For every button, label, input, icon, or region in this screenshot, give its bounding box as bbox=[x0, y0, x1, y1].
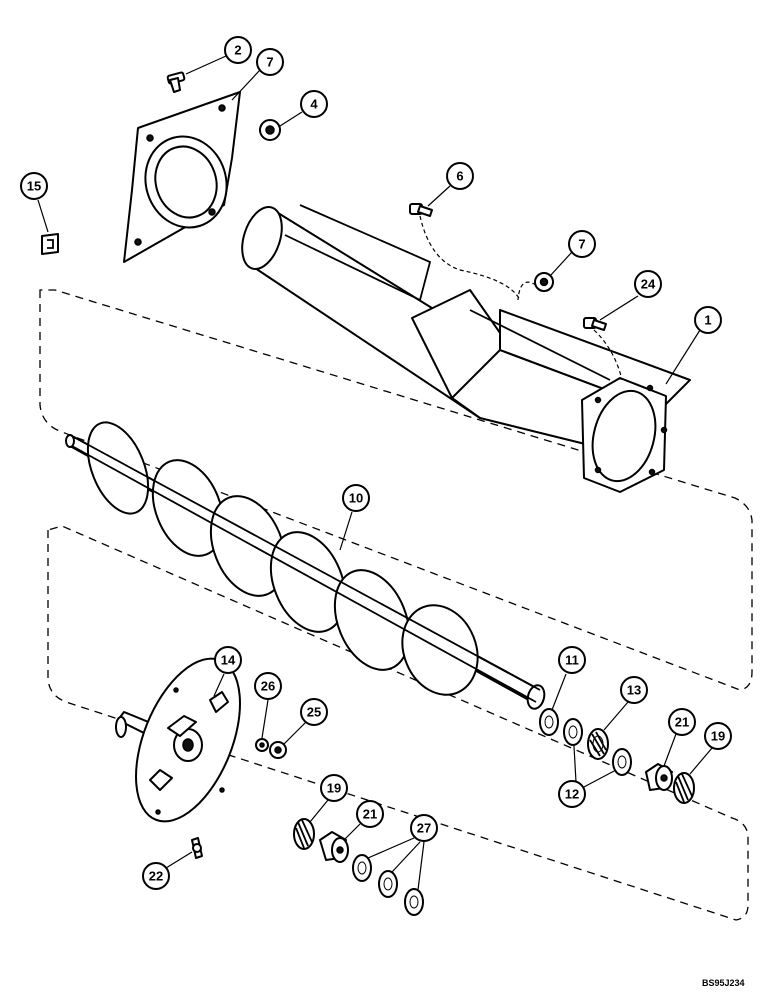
callout-1: 1 bbox=[694, 306, 722, 334]
svg-text:2: 2 bbox=[234, 43, 241, 58]
svg-text:4: 4 bbox=[310, 97, 318, 112]
tube-bolt-6 bbox=[409, 203, 521, 301]
bushing-21-left bbox=[319, 831, 349, 863]
tube-nut-7 bbox=[517, 272, 554, 301]
callout-22: 22 bbox=[142, 862, 170, 890]
grease-fitting-22 bbox=[191, 837, 203, 859]
svg-text:7: 7 bbox=[266, 55, 273, 70]
svg-text:26: 26 bbox=[261, 679, 275, 694]
mounting-plate bbox=[123, 91, 241, 263]
svg-text:22: 22 bbox=[149, 869, 163, 884]
bushing-21-right bbox=[645, 763, 673, 791]
svg-text:19: 19 bbox=[327, 781, 341, 796]
svg-text:7: 7 bbox=[578, 237, 585, 252]
callout-10: 10 bbox=[342, 484, 370, 512]
svg-text:12: 12 bbox=[565, 787, 579, 802]
callout-12: 12 bbox=[558, 780, 586, 808]
svg-text:14: 14 bbox=[221, 653, 236, 668]
callout-14: 14 bbox=[214, 646, 242, 674]
svg-text:21: 21 bbox=[675, 715, 689, 730]
callout-2: 2 bbox=[224, 36, 252, 64]
washer-11 bbox=[539, 708, 559, 736]
callout-15: 15 bbox=[20, 172, 48, 200]
retaining-clip bbox=[41, 233, 59, 255]
callout-21-left: 21 bbox=[356, 800, 384, 828]
svg-text:27: 27 bbox=[417, 821, 431, 836]
callout-7: 7 bbox=[568, 230, 596, 258]
svg-text:10: 10 bbox=[349, 491, 363, 506]
callout-25: 25 bbox=[300, 698, 328, 726]
roller-bearing-19-left bbox=[293, 818, 315, 850]
callout-26: 26 bbox=[254, 672, 282, 700]
svg-text:25: 25 bbox=[307, 705, 321, 720]
tube-bolt-24 bbox=[583, 317, 623, 381]
svg-text:15: 15 bbox=[27, 179, 41, 194]
auger-flighting bbox=[65, 421, 546, 710]
callout-13: 13 bbox=[620, 676, 648, 704]
washer-12a bbox=[563, 718, 583, 746]
end-plate-hub bbox=[115, 657, 241, 823]
svg-text:24: 24 bbox=[641, 277, 656, 292]
lower-assembly-outline bbox=[47, 525, 749, 921]
callout-24: 24 bbox=[634, 270, 662, 298]
svg-text:19: 19 bbox=[711, 729, 725, 744]
svg-text:6: 6 bbox=[456, 169, 463, 184]
washer-12b bbox=[612, 748, 632, 776]
auger-tube bbox=[241, 204, 691, 493]
plate-bolt bbox=[166, 71, 186, 93]
svg-text:13: 13 bbox=[627, 683, 641, 698]
svg-text:21: 21 bbox=[363, 807, 377, 822]
callout-4: 4 bbox=[300, 90, 328, 118]
svg-text:11: 11 bbox=[565, 653, 579, 668]
washers-27 bbox=[352, 854, 424, 916]
plate-nut bbox=[259, 119, 281, 141]
needle-bearing-13 bbox=[587, 728, 609, 760]
callout-6: 6 bbox=[446, 162, 474, 190]
callout-19-right: 19 bbox=[704, 722, 732, 750]
nut-25 bbox=[269, 741, 287, 759]
roller-bearing-19-right bbox=[673, 772, 695, 804]
nut-26 bbox=[255, 738, 269, 752]
callout-11: 11 bbox=[558, 646, 586, 674]
figure-reference-code: BS95J234 bbox=[702, 978, 745, 988]
callout-5: 7 bbox=[256, 48, 284, 76]
callout-19-left: 19 bbox=[320, 774, 348, 802]
callout-21-right: 21 bbox=[668, 708, 696, 736]
svg-text:1: 1 bbox=[704, 313, 711, 328]
upper-assembly-outline bbox=[39, 289, 753, 691]
callout-27: 27 bbox=[410, 814, 438, 842]
